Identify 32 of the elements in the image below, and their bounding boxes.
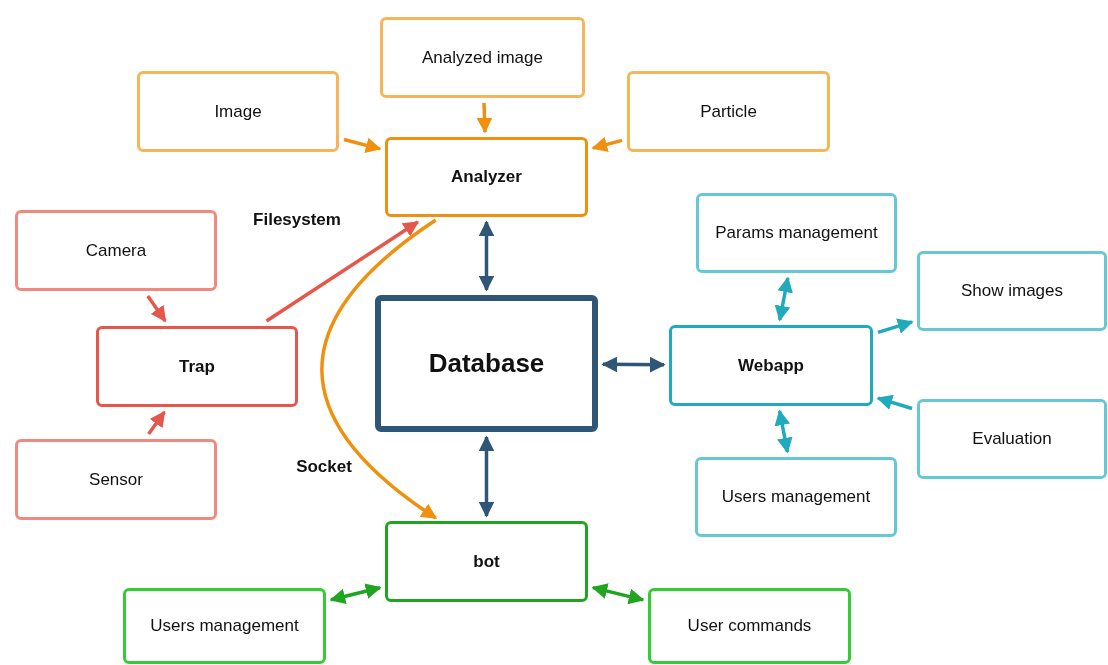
process-box: Evaluation (917, 399, 1107, 479)
process-box: Camera (15, 210, 217, 291)
process-box: Image (137, 71, 339, 152)
arrow (476, 102, 493, 134)
process-box: Sensor (15, 439, 217, 520)
arrow (478, 220, 495, 292)
process-box: User commands (648, 588, 851, 664)
process-box: Webapp (669, 325, 873, 406)
arrow (320, 218, 438, 520)
process-box: Trap (96, 326, 298, 407)
database-box: Database (375, 295, 598, 432)
process-box: Params management (696, 193, 897, 273)
arrow (329, 583, 382, 605)
process-box: Users management (123, 588, 326, 664)
arrow (774, 409, 793, 454)
process-box: bot (385, 521, 588, 602)
process-box: Analyzer (385, 137, 588, 217)
arrow (478, 435, 495, 518)
arrow (147, 410, 166, 435)
arrow (265, 220, 420, 323)
process-box: Users management (695, 457, 897, 537)
arrow (146, 295, 167, 323)
arrow (591, 583, 645, 605)
arrow (601, 356, 666, 373)
arrow (591, 136, 623, 153)
process-box: Particle (627, 71, 830, 152)
arrow (343, 137, 382, 153)
arrow (877, 318, 914, 335)
process-box: Show images (917, 251, 1107, 331)
arrow (774, 276, 793, 322)
arrow (876, 394, 913, 411)
process-box: Analyzed image (380, 17, 585, 98)
